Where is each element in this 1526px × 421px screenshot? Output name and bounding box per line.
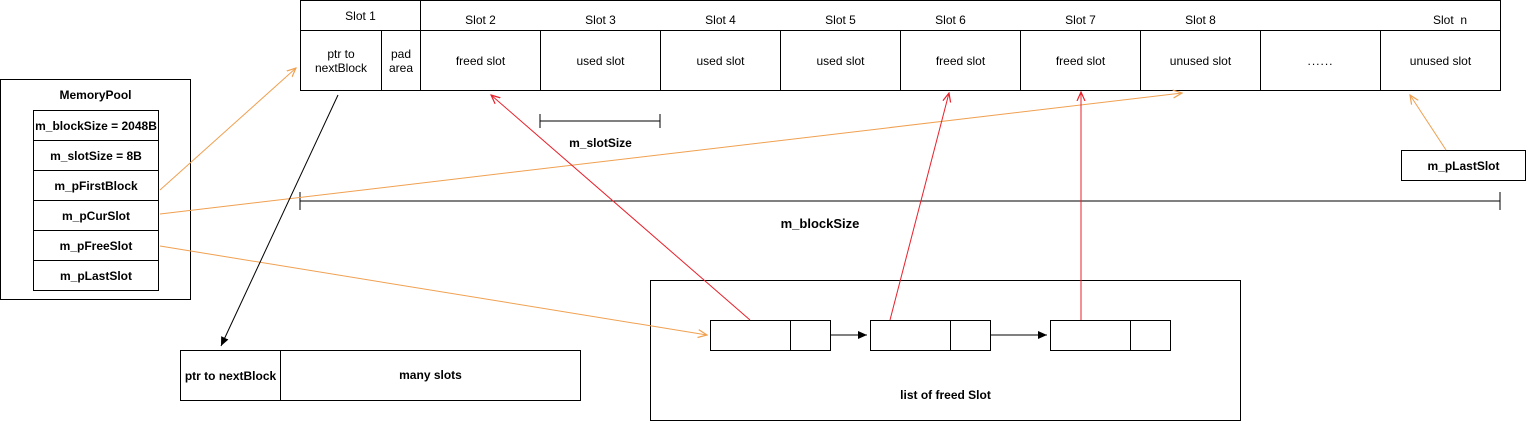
next-block-arrow (220, 94, 339, 347)
slot-size-label: m_slotSize (569, 136, 632, 150)
slot-size-dimension (539, 114, 661, 128)
freed-list-caption: list of freed Slot (900, 388, 991, 402)
slot-n-cell: unused slot (1380, 30, 1501, 91)
slot-header-n: Slot n (1432, 13, 1468, 27)
next-block-ptr-cell: ptr to nextBlock (180, 350, 281, 401)
cur-slot-arrow (159, 93, 1182, 215)
slot-header-4: Slot 4 (705, 13, 736, 27)
slot-2-cell: freed slot (420, 30, 541, 91)
pad-area-cell: pad area (381, 30, 421, 91)
slot-header-1: Slot 1 (345, 9, 376, 23)
slot-3-cell: used slot (540, 30, 661, 91)
field-free-slot: m_pFreeSlot (33, 230, 159, 261)
slot-header-2: Slot 2 (465, 13, 496, 27)
slot-ellipsis-cell: ...... (1260, 30, 1381, 91)
slot-header-6: Slot 6 (935, 13, 966, 27)
block-size-dimension (299, 192, 1501, 210)
slot-header-7: Slot 7 (1065, 13, 1096, 27)
last-slot-box: m_pLastSlot (1401, 150, 1526, 181)
field-block-size: m_blockSize = 2048B (33, 110, 159, 141)
slot-header-3: Slot 3 (585, 13, 616, 27)
slot-5-cell: used slot (780, 30, 901, 91)
ptr-next-block-cell: ptr to nextBlock (300, 30, 382, 91)
slot-header-5: Slot 5 (825, 13, 856, 27)
memory-pool-title: MemoryPool (59, 88, 132, 102)
freed-node-2-next (950, 320, 991, 351)
slot-4-cell: used slot (660, 30, 781, 91)
slot-8-cell: unused slot (1140, 30, 1261, 91)
freed-node-3-next (1130, 320, 1171, 351)
block-size-label: m_blockSize (780, 216, 860, 231)
slot-7-cell: freed slot (1020, 30, 1141, 91)
field-first-block: m_pFirstBlock (33, 170, 159, 201)
field-cur-slot: m_pCurSlot (33, 200, 159, 231)
freed-node-1-next (790, 320, 831, 351)
next-block-slots-label: many slots (399, 368, 462, 382)
free-slot-arrow (159, 245, 707, 335)
slot-6-cell: freed slot (900, 30, 1021, 91)
field-last-slot: m_pLastSlot (33, 260, 159, 291)
last-slot-arrow (1410, 95, 1447, 151)
field-slot-size: m_slotSize = 8B (33, 140, 159, 171)
slot-header-8: Slot 8 (1185, 13, 1216, 27)
